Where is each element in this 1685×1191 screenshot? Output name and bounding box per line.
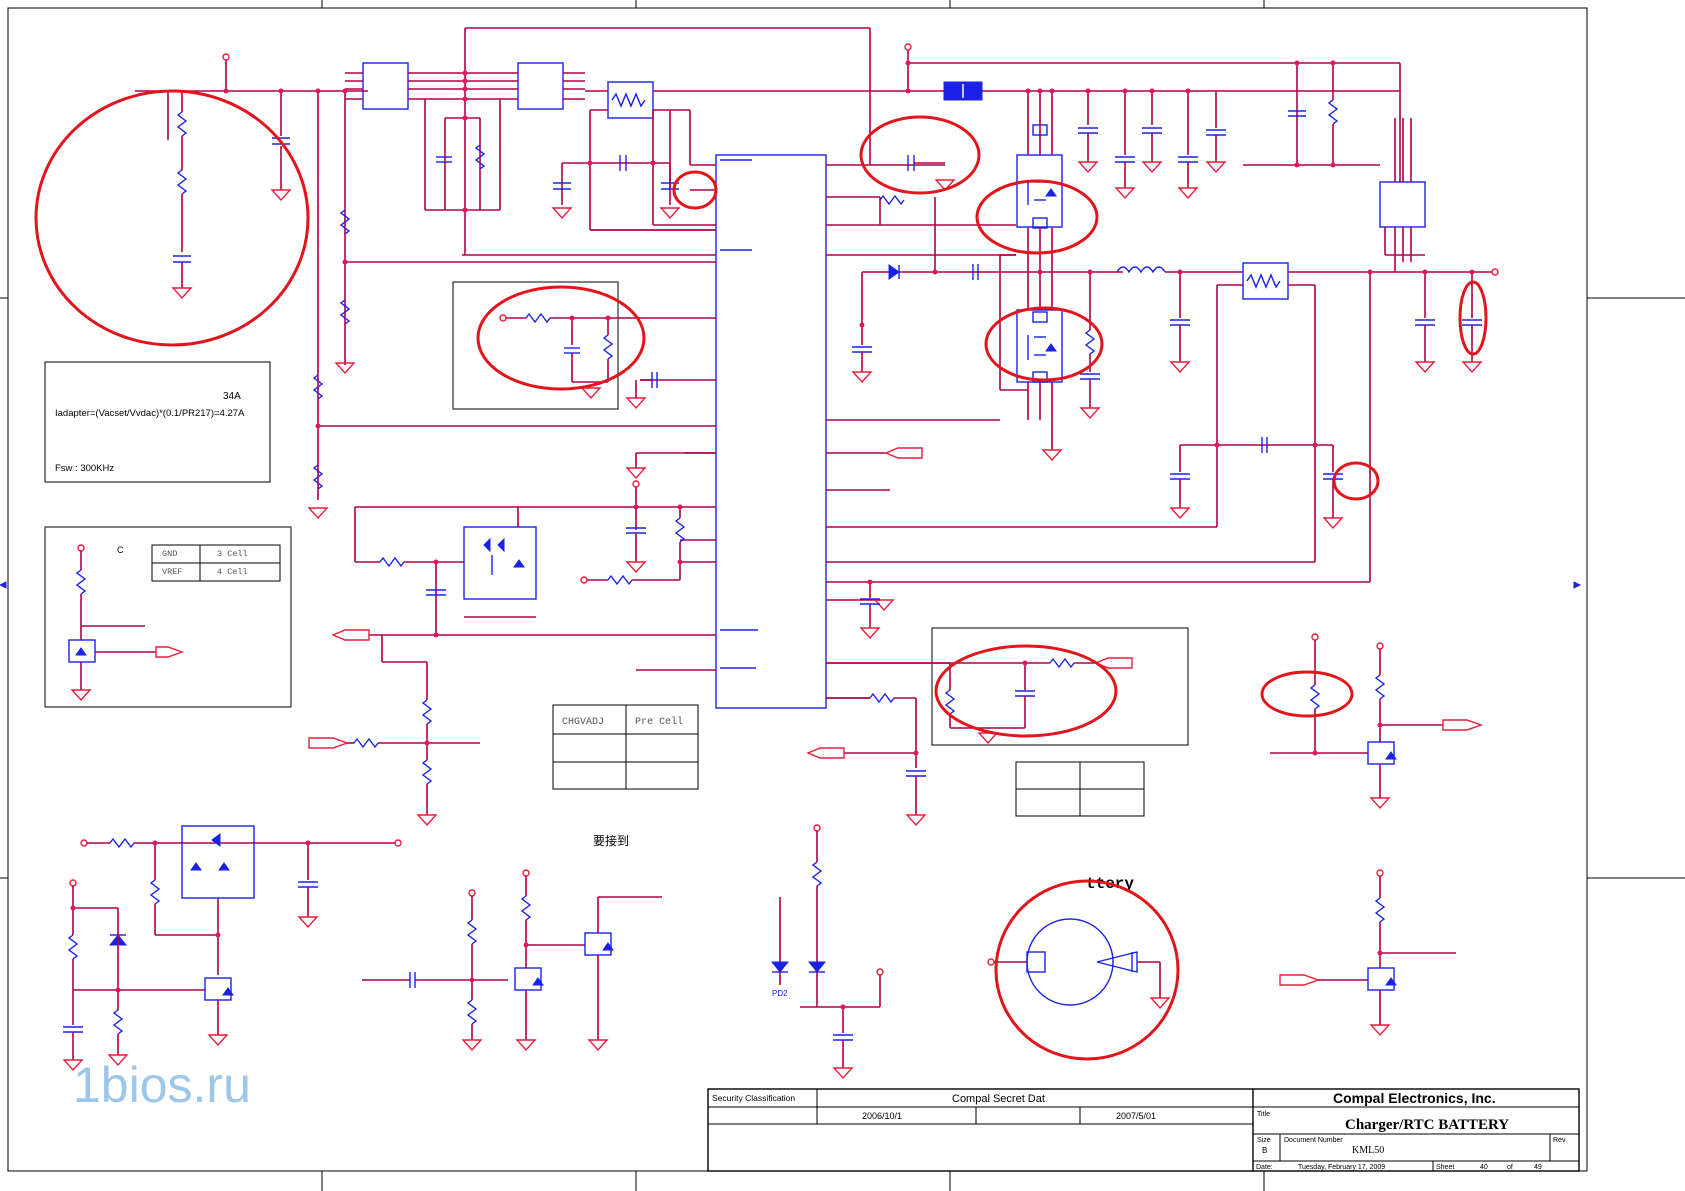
sheet-number: 40 bbox=[1480, 1164, 1488, 1171]
cell-table-r2c1: VREF bbox=[162, 567, 182, 577]
output-stage bbox=[851, 194, 1499, 420]
input-divider bbox=[171, 91, 292, 300]
docnum-label: Document Number bbox=[1284, 1137, 1343, 1144]
charger-controller-ic bbox=[715, 154, 827, 709]
cell-table-r2c2: 4 Cell bbox=[217, 567, 248, 577]
fsw-text: Fsw : 300KHz bbox=[55, 463, 114, 474]
ic-left-pins bbox=[318, 164, 716, 671]
sense-rc bbox=[806, 692, 1145, 827]
sense-box bbox=[826, 627, 1189, 746]
date-end: 2007/5/01 bbox=[1116, 1111, 1156, 1121]
doc-number: KML50 bbox=[1352, 1145, 1384, 1156]
company-name: Compal Electronics, Inc. bbox=[1333, 1090, 1496, 1106]
rev-label: Rev bbox=[1553, 1137, 1566, 1144]
chgvadj-table: CHGVADJ Pre Cell bbox=[552, 704, 699, 790]
of-label: of bbox=[1507, 1164, 1513, 1171]
security-label: Security Classification bbox=[712, 1093, 795, 1103]
review-annotations bbox=[34, 89, 1488, 1061]
right-input-rc bbox=[1243, 63, 1426, 272]
lower-pins bbox=[625, 452, 881, 640]
feedback-network bbox=[1169, 272, 1371, 582]
pd2-circuit: PD2 bbox=[770, 824, 884, 1080]
size-value: B bbox=[1262, 1146, 1267, 1155]
cell-table-r1c2: 3 Cell bbox=[217, 549, 248, 559]
title-label: Title bbox=[1257, 1111, 1270, 1118]
low-side-mosfet bbox=[1016, 309, 1063, 462]
date-label: Date: bbox=[1256, 1164, 1273, 1171]
cell-table-header: C bbox=[117, 545, 124, 555]
left-bottom-divider bbox=[308, 635, 480, 827]
input-caps bbox=[943, 81, 1227, 200]
cell-select-box: C GND 3 Cell VREF 4 Cell bbox=[44, 526, 292, 708]
left-resistors bbox=[307, 144, 486, 520]
rtc-battery: ttery bbox=[987, 875, 1171, 1010]
pd2-label: PD2 bbox=[772, 989, 788, 998]
right-bottom-circuits bbox=[1270, 633, 1484, 1037]
note-box: 34A Iadapter=(Vacset/Vvdac)*(0.1/PR217)=… bbox=[44, 361, 271, 483]
bottom-center-circuits bbox=[362, 869, 662, 1052]
ic-right-pins bbox=[826, 164, 1370, 699]
acok-circuit bbox=[62, 825, 402, 1072]
junction-dots bbox=[70, 60, 1475, 1010]
sheet-title: Charger/RTC BATTERY bbox=[1345, 1117, 1509, 1133]
chgvadj-header-2: Pre Cell bbox=[635, 716, 683, 728]
watermark: 1bios.ru bbox=[73, 1057, 251, 1113]
input-path bbox=[135, 27, 1401, 500]
high-side-mosfet bbox=[1016, 91, 1063, 310]
size-label: Size bbox=[1257, 1137, 1271, 1144]
title-block: Security Classification Compal Secret Da… bbox=[707, 1088, 1580, 1172]
sheet-label: Sheet bbox=[1436, 1164, 1454, 1171]
sheet-total: 49 bbox=[1534, 1164, 1542, 1171]
chgvadj-header-1: CHGVADJ bbox=[562, 717, 604, 728]
chinese-note: 要接到 bbox=[593, 833, 629, 848]
secret-label: Compal Secret Dat bbox=[952, 1093, 1045, 1105]
top-caps bbox=[551, 155, 956, 220]
cell-table-r1c1: GND bbox=[162, 549, 177, 559]
date-start: 2006/10/1 bbox=[862, 1111, 902, 1121]
date-value: Tuesday, February 17, 2009 bbox=[1298, 1164, 1385, 1171]
current-label: 34A bbox=[223, 391, 241, 402]
formula-text: Iadapter=(Vacset/Vvdac)*(0.1/PR217)=4.27… bbox=[55, 408, 245, 419]
acin-network bbox=[331, 447, 923, 641]
